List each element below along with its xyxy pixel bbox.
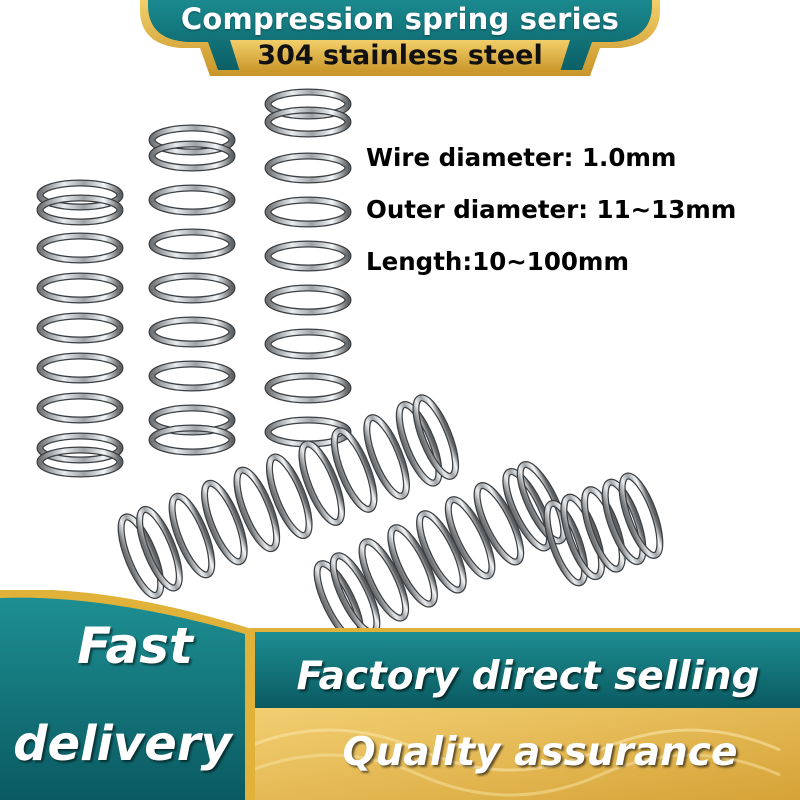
top-banner: Compression spring series 304 stainless …	[0, 0, 800, 80]
bottom-banner-shape	[0, 590, 800, 800]
quality-assurance-badge: Quality assurance	[342, 730, 738, 775]
specs-list: Wire diameter: 1.0mm Outer diameter: 11~…	[366, 138, 736, 294]
wire-diameter-spec: Wire diameter: 1.0mm	[366, 143, 677, 172]
material-subtitle: 304 stainless steel	[257, 40, 543, 71]
spring-upright-3	[268, 92, 348, 444]
bottom-banner: Fast delivery Factory direct selling Qua…	[0, 590, 800, 800]
series-title: Compression spring series	[180, 2, 620, 36]
spring-upright-2	[152, 128, 232, 452]
spring-lying-3	[539, 472, 667, 587]
fast-delivery-line2: delivery	[13, 716, 232, 772]
fast-delivery-line1: Fast	[77, 617, 193, 675]
spring-upright-1	[40, 183, 120, 474]
factory-direct-badge: Factory direct selling	[296, 654, 760, 699]
banner-shape	[140, 0, 660, 76]
length-spec: Length:10~100mm	[366, 247, 629, 276]
outer-diameter-spec: Outer diameter: 11~13mm	[366, 195, 737, 224]
